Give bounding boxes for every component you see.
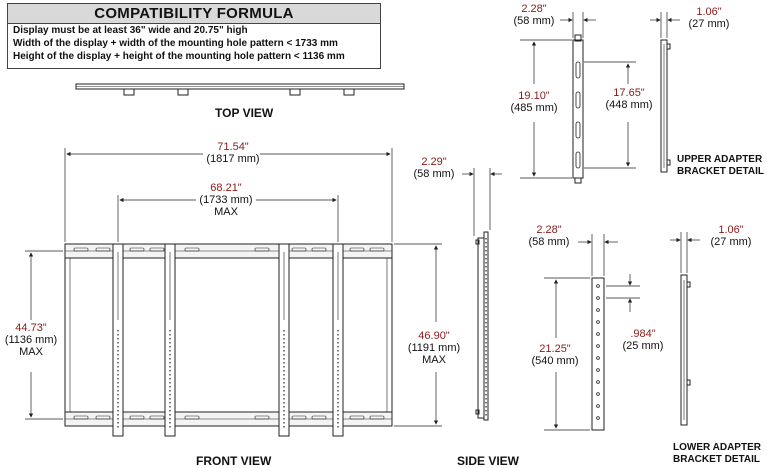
side-dimension-lines (462, 168, 502, 236)
upper-length-mm: (485 mm) (510, 102, 558, 114)
lower-length-mm: (540 mm) (531, 355, 579, 367)
lower-width-mm: (58 mm) (528, 236, 570, 248)
lower-bracket-dimension-lines (544, 232, 700, 431)
lower-detail-line-1: LOWER ADAPTER (673, 442, 761, 453)
front-hole-height-dimension: 44.73" (1136 mm) MAX (0, 322, 62, 358)
front-height-in: 46.90" (418, 330, 450, 342)
upper-detail-line-1: UPPER ADAPTER (677, 154, 763, 165)
lower-detail-label: LOWER ADAPTER BRACKET DETAIL (673, 442, 761, 466)
upper-depth-dimension: 1.06" (27 mm) (684, 6, 734, 30)
front-hole-height-in: 44.73" (15, 322, 47, 334)
front-width-dimension: 71.54" (1817 mm) (201, 141, 265, 165)
upper-depth-in: 1.06" (696, 6, 722, 18)
upper-slot-mm: (448 mm) (605, 99, 653, 111)
side-depth-dimension: 2.29" (58 mm) (407, 156, 461, 180)
upper-slot-dimension: 17.65" (448 mm) (601, 87, 657, 111)
front-hole-width-note: MAX (214, 206, 238, 218)
upper-width-in: 2.28" (521, 3, 547, 15)
front-view-label: FRONT VIEW (196, 454, 272, 468)
upper-depth-mm: (27 mm) (688, 18, 730, 30)
front-view-drawing (64, 243, 393, 437)
lower-pitch-mm: (25 mm) (622, 340, 664, 352)
side-depth-mm: (58 mm) (413, 168, 455, 180)
front-hole-width-dimension: 68.21" (1733 mm) MAX (195, 182, 257, 218)
front-height-mm: (1191 mm) (407, 342, 461, 354)
lower-width-dimension: 2.28" (58 mm) (524, 224, 574, 248)
front-hole-height-mm: (1136 mm) (4, 334, 58, 346)
upper-length-in: 19.10" (518, 90, 550, 102)
front-hole-width-in: 68.21" (210, 182, 242, 194)
lower-bracket-drawing (591, 274, 691, 431)
compatibility-formula-box: COMPATIBILITY FORMULA Display must be at… (7, 3, 381, 69)
upper-length-dimension: 19.10" (485 mm) (506, 90, 562, 114)
top-view-label: TOP VIEW (215, 106, 274, 120)
top-view-drawing (75, 83, 405, 96)
formula-line-3: Height of the display + height of the mo… (13, 51, 345, 62)
upper-detail-line-2: BRACKET DETAIL (677, 166, 765, 177)
lower-depth-mm: (27 mm) (710, 236, 752, 248)
formula-title: COMPATIBILITY FORMULA (8, 4, 380, 24)
upper-detail-label: UPPER ADAPTER BRACKET DETAIL (677, 154, 764, 178)
side-view-label: SIDE VIEW (457, 454, 520, 468)
lower-detail-line-2: BRACKET DETAIL (673, 454, 761, 465)
front-width-mm: (1817 mm) (206, 153, 260, 165)
lower-pitch-in: .984" (630, 328, 656, 340)
upper-bracket-dimension-lines (520, 12, 680, 179)
upper-slot-in: 17.65" (613, 87, 645, 99)
upper-width-dimension: 2.28" (58 mm) (509, 3, 559, 27)
lower-depth-dimension: 1.06" (27 mm) (706, 224, 756, 248)
front-hole-height-note: MAX (19, 346, 43, 358)
front-height-dimension: 46.90" (1191 mm) MAX (402, 330, 466, 366)
lower-depth-in: 1.06" (718, 224, 744, 236)
front-hole-width-mm: (1733 mm) (199, 194, 253, 206)
front-width-in: 71.54" (217, 141, 249, 153)
upper-bracket-drawing (572, 34, 671, 184)
side-depth-in: 2.29" (421, 156, 447, 168)
upper-width-mm: (58 mm) (513, 15, 555, 27)
formula-line-2: Width of the display + width of the moun… (13, 38, 338, 49)
lower-width-in: 2.28" (536, 224, 562, 236)
lower-length-in: 21.25" (539, 343, 571, 355)
formula-line-1: Display must be at least 36" wide and 20… (13, 25, 248, 36)
front-height-note: MAX (422, 354, 446, 366)
lower-length-dimension: 21.25" (540 mm) (526, 343, 584, 367)
front-dimension-lines (25, 148, 442, 427)
lower-pitch-dimension: .984" (25 mm) (616, 328, 670, 352)
side-view-drawing (475, 231, 489, 421)
